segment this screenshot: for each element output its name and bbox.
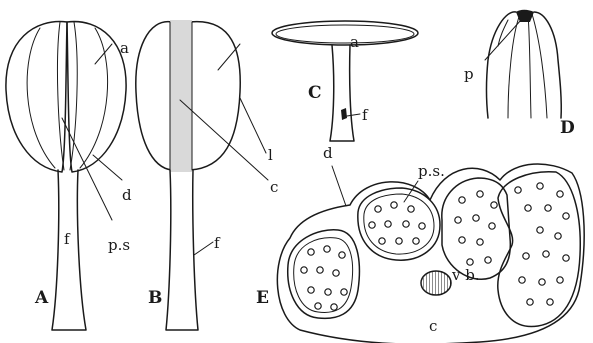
filament-b (166, 170, 198, 330)
label-d-pore: p (464, 65, 474, 83)
anther-tip-d (487, 10, 562, 118)
figure-e: d p.s. v b. c E (256, 144, 584, 343)
panel-letter-c: C (308, 83, 322, 103)
anther-b (136, 20, 240, 172)
panel-letter-d: D (560, 118, 575, 138)
label-e-dehiscence: d (323, 144, 333, 162)
panel-letter-e: E (256, 288, 269, 308)
vascular-bundle (421, 271, 451, 295)
label-a-filament: f (64, 230, 71, 248)
label-c-filament: f (362, 106, 369, 124)
label-b-connective: c (270, 178, 278, 196)
anther-a (6, 22, 126, 172)
label-b-filament: f (214, 234, 221, 252)
panel-letter-b: B (148, 288, 162, 308)
figure-a: a d p.s f A (6, 22, 132, 330)
label-c-anther: a (350, 33, 359, 51)
label-a-anther: a (120, 39, 129, 57)
figure-c: a f C (272, 21, 418, 141)
filament-c (330, 45, 354, 141)
label-b-lobe: l (268, 146, 273, 164)
label-e-pollen-sac: p.s. (418, 162, 445, 180)
label-e-vascular-bundle: v b. (451, 266, 480, 284)
pollen-sac-left (288, 230, 360, 319)
pollen-sac-lower-right (498, 172, 580, 327)
panel-letter-a: A (34, 288, 49, 308)
label-e-connective: c (429, 317, 437, 335)
label-a-dehiscence: d (122, 186, 132, 204)
figure-d: p D (464, 10, 575, 138)
figure-b: l c f B (136, 20, 279, 330)
label-a-pollen-sac: p.s (108, 236, 130, 254)
filament-a (52, 170, 86, 330)
